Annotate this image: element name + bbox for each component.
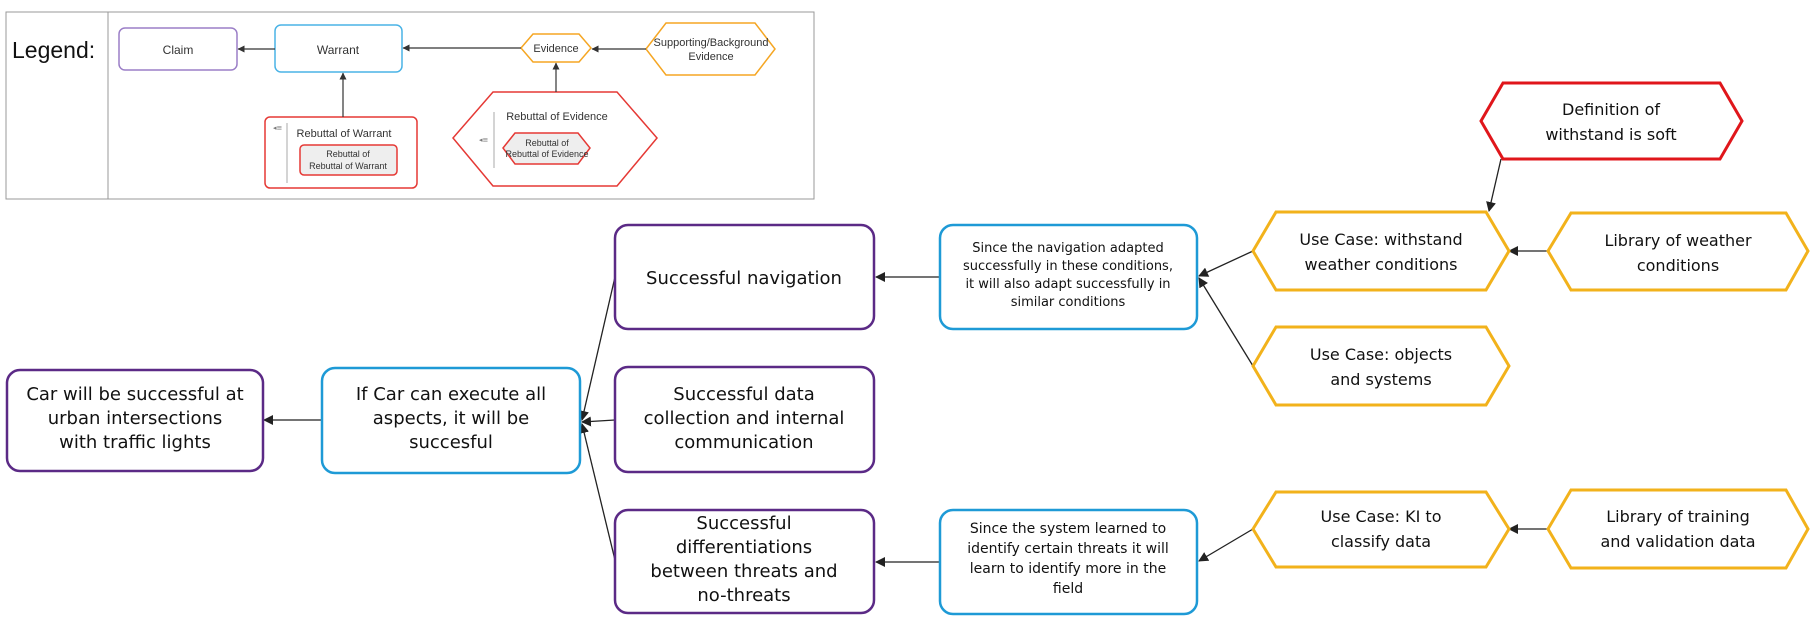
- warrant-navigation-line4: similar conditions: [1011, 295, 1126, 310]
- claim-navigation-line1: Successful navigation: [646, 268, 842, 289]
- claim-data-line2: collection and internal: [644, 408, 845, 429]
- warrant-threats-line3: learn to identify more in the: [970, 561, 1166, 577]
- evidence-weather-line2: weather conditions: [1305, 255, 1458, 274]
- warrant-main-line2: aspects, it will be: [373, 408, 529, 429]
- claim-data-line3: communication: [674, 432, 813, 453]
- support-training-library-line2: and validation data: [1600, 532, 1755, 551]
- legend-rebuttal-rebuttal-evidence-line1: Rebuttal of: [525, 138, 569, 148]
- claim-main-line1: Car will be successful at: [26, 384, 243, 405]
- claim-data-node: Successful data collection and internal …: [613, 365, 876, 474]
- arrow-rebuttal-to-weather: [1486, 158, 1502, 212]
- legend-rebuttal-rebuttal-warrant-box: [299, 144, 398, 176]
- legend-supporting-label-line1: Supporting/Background: [654, 37, 769, 49]
- rebuttal-withstand-line2: withstand is soft: [1545, 125, 1676, 144]
- claim-main-line3: with traffic lights: [59, 432, 211, 453]
- warrant-threats-line4: field: [1053, 581, 1083, 597]
- legend-claim-label: Claim: [163, 43, 194, 57]
- claim-navigation-node: Successful navigation: [613, 223, 876, 331]
- support-weather-library-line1: Library of weather: [1604, 231, 1752, 250]
- warrant-main-line1: If Car can execute all: [356, 384, 546, 405]
- support-weather-library-node: Library of weather conditions: [1546, 211, 1810, 292]
- legend-title: Legend:: [12, 37, 95, 63]
- legend-evidence-hexagon: [520, 33, 592, 63]
- arrow-navigation-to-warrant: [579, 276, 616, 421]
- legend-collapse-marker: ◂≡: [273, 124, 283, 132]
- warrant-navigation-line3: it will also adapt successfully in: [965, 277, 1170, 292]
- rebuttal-withstand-line1: Definition of: [1562, 100, 1660, 119]
- arrow-ki-to-threat-warrant: [1198, 528, 1254, 562]
- connectors: [263, 158, 1548, 567]
- legend-collapse-marker-2: ◂≡: [479, 136, 489, 144]
- legend-rebuttal-rebuttal-evidence-hexagon: [502, 132, 591, 165]
- legend-claim-box: [118, 27, 238, 71]
- warrant-threats-node: Since the system learned to identify cer…: [938, 508, 1199, 616]
- claim-main-line2: urban intersections: [48, 408, 223, 429]
- legend-rebuttal-warrant-label: Rebuttal of Warrant: [297, 128, 392, 140]
- arrow-weather-to-nav-warrant: [1198, 250, 1254, 277]
- claim-threats-node: Successful differentiations between thre…: [613, 508, 876, 615]
- warrant-navigation-node: Since the navigation adapted successfull…: [938, 223, 1199, 331]
- warrant-main-line3: succesful: [409, 432, 493, 453]
- warrant-navigation-line1: Since the navigation adapted: [972, 241, 1163, 256]
- evidence-ki-node: Use Case: KI to classify data: [1251, 490, 1511, 569]
- claim-threats-line2: differentiations: [676, 537, 812, 558]
- legend-rebuttal-rebuttal-warrant-line1: Rebuttal of: [326, 149, 370, 159]
- warrant-main-node: If Car can execute all aspects, it will …: [320, 366, 582, 475]
- support-training-library-line1: Library of training: [1606, 507, 1750, 526]
- legend: Legend: Claim Warrant Evidence Supportin…: [5, 11, 815, 200]
- legend-supporting-label-line2: Evidence: [688, 51, 733, 63]
- claim-data-line1: Successful data: [673, 384, 814, 405]
- support-weather-library-line2: conditions: [1637, 256, 1719, 275]
- legend-rebuttal-evidence-label: Rebuttal of Evidence: [506, 111, 608, 123]
- legend-rebuttal-rebuttal-evidence-line2: Rebuttal of Evidence: [505, 149, 588, 159]
- arrow-objects-to-nav-warrant: [1198, 277, 1254, 367]
- evidence-ki-line1: Use Case: KI to: [1321, 507, 1442, 526]
- support-training-library-node: Library of training and validation data: [1546, 488, 1810, 570]
- evidence-ki-line2: classify data: [1331, 532, 1431, 551]
- legend-evidence-label: Evidence: [533, 43, 578, 55]
- evidence-weather-line1: Use Case: withstand: [1299, 230, 1462, 249]
- legend-warrant-label: Warrant: [317, 43, 360, 57]
- evidence-objects-line2: and systems: [1330, 370, 1431, 389]
- rebuttal-withstand-node: Definition of withstand is soft: [1479, 81, 1744, 161]
- evidence-weather-node: Use Case: withstand weather conditions: [1251, 210, 1511, 292]
- arrow-data-to-warrant: [581, 416, 616, 427]
- legend-rebuttal-rebuttal-warrant-line2: Rebuttal of Warrant: [309, 161, 387, 171]
- warrant-threats-line2: identify certain threats it will: [967, 541, 1169, 557]
- warrant-navigation-line2: successfully in these conditions,: [963, 259, 1173, 274]
- claim-threats-line4: no-threats: [697, 585, 790, 606]
- claim-threats-line1: Successful: [696, 513, 791, 534]
- evidence-objects-line1: Use Case: objects: [1310, 345, 1452, 364]
- claim-main-node: Car will be successful at urban intersec…: [5, 368, 265, 473]
- legend-supporting-evidence-hexagon: [645, 22, 776, 76]
- claim-threats-line3: between threats and: [650, 561, 837, 582]
- arrow-threats-to-warrant: [579, 423, 616, 561]
- evidence-objects-node: Use Case: objects and systems: [1251, 325, 1511, 407]
- warrant-threats-line1: Since the system learned to: [970, 521, 1166, 537]
